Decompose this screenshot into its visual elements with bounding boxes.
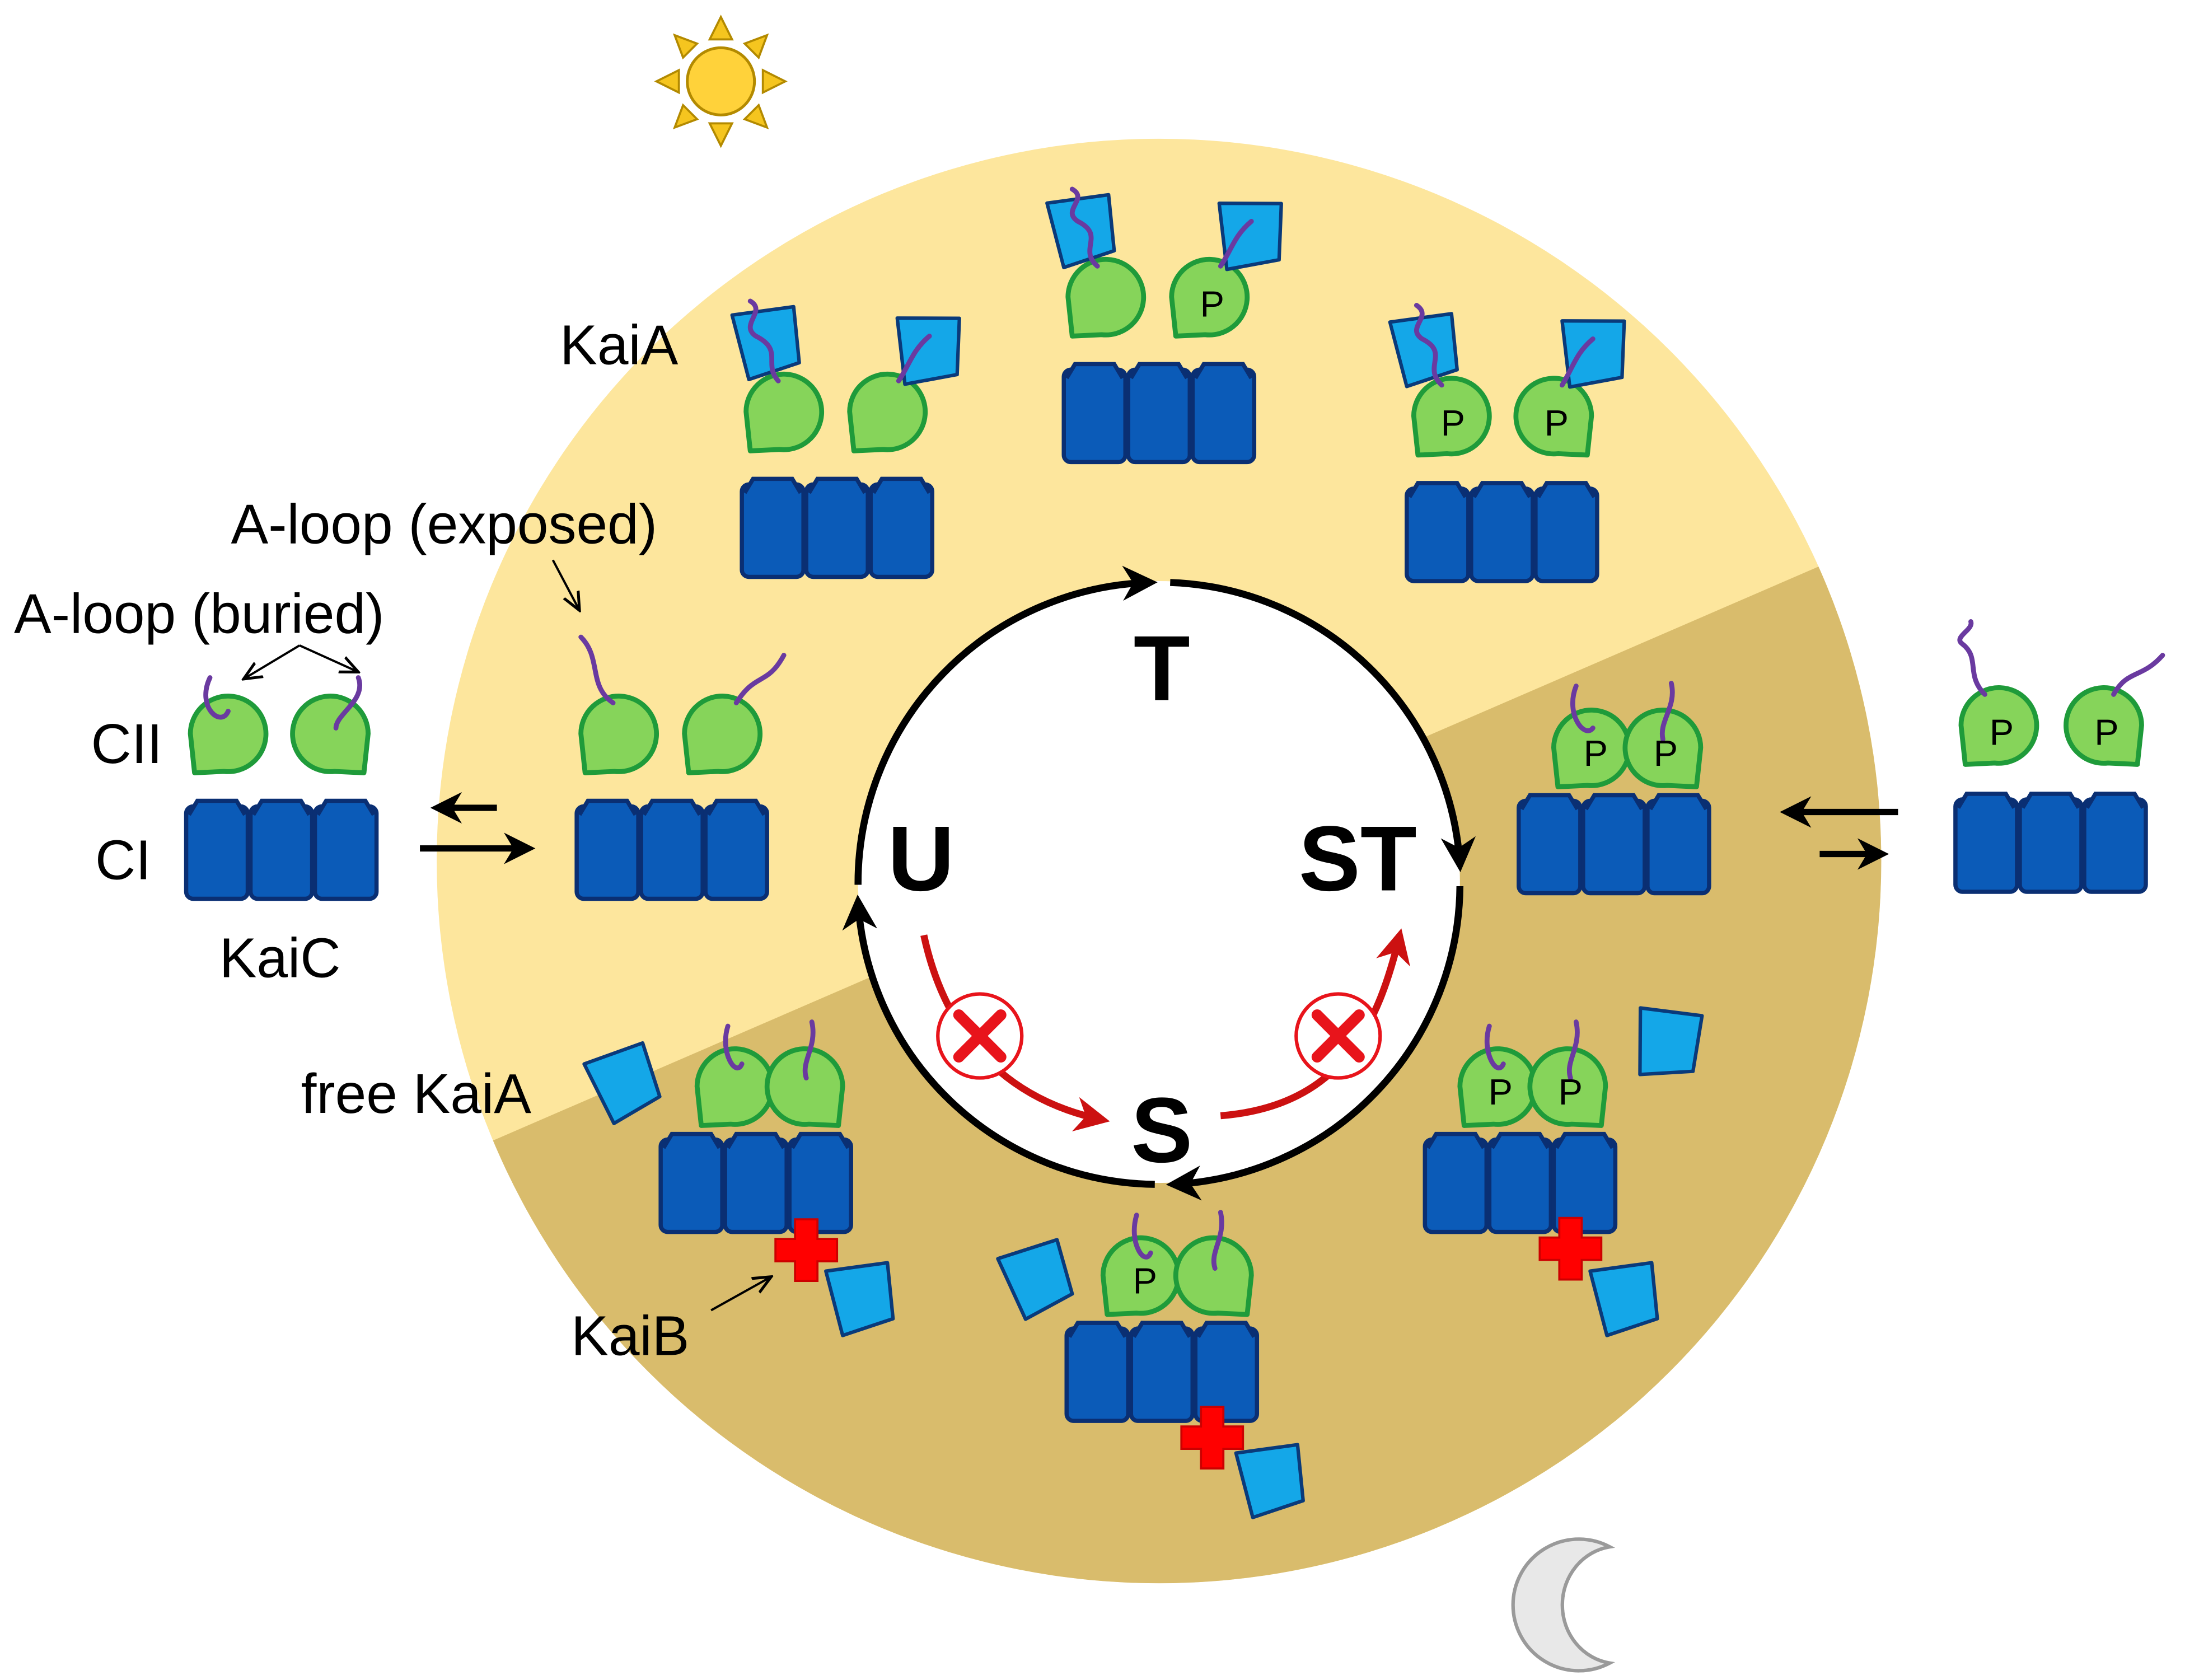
arrow-t-to-st xyxy=(1170,579,1476,872)
aloop-buried-pointers xyxy=(244,644,358,679)
phospho-label: P xyxy=(1441,403,1465,443)
phosphorylation-cycle xyxy=(842,565,1476,1201)
state-u: U xyxy=(888,807,955,910)
kaic-exposed-aloop xyxy=(577,634,787,899)
arrow-s-to-u xyxy=(842,895,1155,1188)
kaic-kaia-bound-t: P xyxy=(1047,186,1286,462)
moon-icon xyxy=(1511,1537,1616,1673)
label-ci: CI xyxy=(95,829,151,892)
phospho-label: P xyxy=(1584,733,1608,774)
aloop-exposed-pointer xyxy=(551,559,580,610)
label-aloop-exposed: A-loop (exposed) xyxy=(231,493,658,555)
phospho-label: P xyxy=(1559,1071,1583,1112)
label-cii: CII xyxy=(91,713,163,775)
phospho-label: P xyxy=(1489,1071,1513,1112)
kaic-kaib-bound-st: P P xyxy=(1425,1000,1707,1336)
phospho-label: P xyxy=(1990,712,2014,752)
phospho-label: P xyxy=(1133,1261,1157,1302)
kaic-kaib-bound-s: P xyxy=(996,1210,1303,1518)
state-t: T xyxy=(1134,616,1190,719)
blocked-x-icon xyxy=(938,994,1022,1078)
label-kaia: KaiA xyxy=(560,313,679,376)
state-s: S xyxy=(1131,1079,1192,1182)
label-kaib: KaiB xyxy=(571,1305,689,1368)
kaib-pointer xyxy=(710,1277,771,1312)
sun-icon xyxy=(654,15,788,148)
equilibrium-arrows-left xyxy=(420,792,536,864)
label-aloop-buried: A-loop (buried) xyxy=(14,582,384,645)
blocked-x-icon xyxy=(1296,994,1380,1078)
state-st: ST xyxy=(1299,807,1417,910)
equilibrium-arrows-right xyxy=(1780,796,1898,870)
label-kaic: KaiC xyxy=(219,927,341,990)
kaic-st-exposed: P P xyxy=(1955,619,2165,892)
kaic-kaib-bound-u xyxy=(582,1019,893,1336)
kaic-kaia-bound-unphosphorylated xyxy=(732,298,965,577)
phospho-label: P xyxy=(1545,403,1569,443)
phospho-label: P xyxy=(2094,712,2118,752)
arrow-st-to-s xyxy=(1166,886,1464,1201)
label-free-kaia: free KaiA xyxy=(301,1063,532,1125)
kaic-buried-aloop xyxy=(186,675,377,899)
kaic-kaia-bound-st: P P xyxy=(1390,303,1630,581)
phospho-label: P xyxy=(1654,733,1678,774)
phospho-label: P xyxy=(1200,283,1224,324)
kaic-st-buried: P P xyxy=(1519,681,1709,893)
arrow-u-to-t xyxy=(854,565,1158,885)
